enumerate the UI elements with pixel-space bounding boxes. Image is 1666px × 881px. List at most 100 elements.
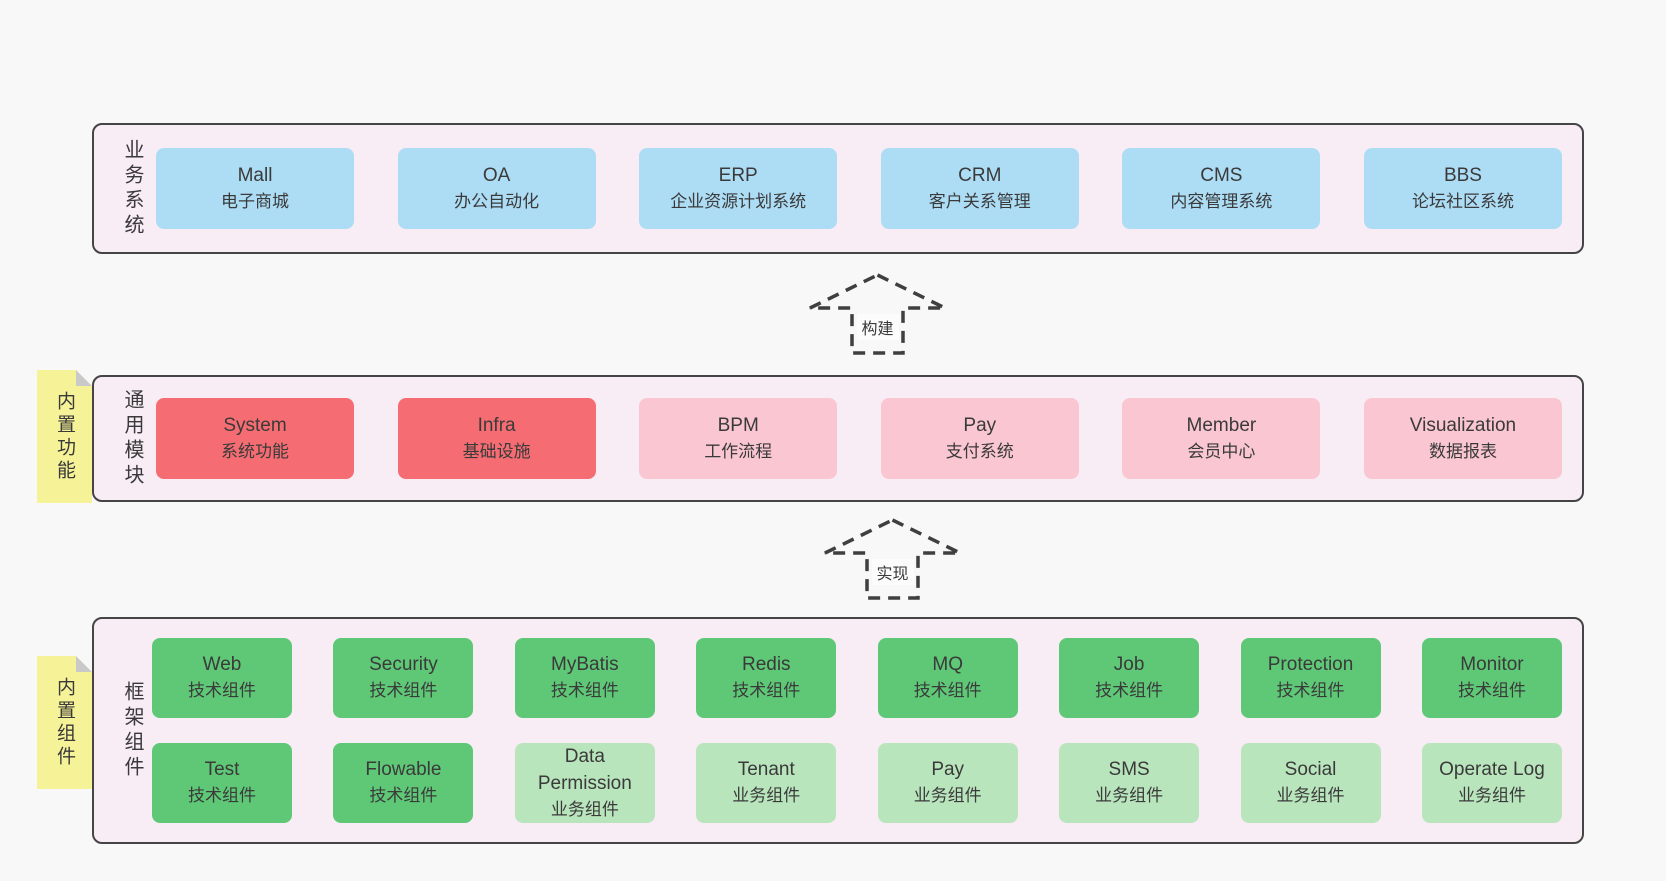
box-web: Web 技术组件: [152, 638, 292, 718]
box-bbs-title: BBS: [1443, 164, 1482, 186]
up-arrow-icon: [809, 273, 946, 355]
box-flowable-subtitle: 技术组件: [369, 786, 438, 806]
box-protection: Protection 技术组件: [1240, 638, 1381, 718]
box-job-title: Job: [1113, 654, 1145, 676]
box-system-subtitle: 系统功能: [221, 441, 289, 461]
box-mq-subtitle: 技术组件: [913, 681, 982, 701]
box-visualization-title: Visualization: [1409, 414, 1517, 436]
box-mall: Mall 电子商城: [156, 148, 354, 229]
box-bbs-subtitle: 论坛社区系统: [1411, 191, 1514, 211]
box-operate-log-subtitle: 业务组件: [1457, 786, 1526, 806]
box-redis: Redis 技术组件: [696, 638, 837, 718]
box-tenant-title: Tenant: [737, 759, 795, 781]
box-oa-subtitle: 办公自动化: [454, 191, 540, 211]
box-redis-subtitle: 技术组件: [732, 681, 801, 701]
box-operate-log-title: Operate Log: [1439, 759, 1545, 781]
box-web-title: Web: [202, 654, 242, 676]
framework-components-row-1: Web 技术组件 Security 技术组件 MyBatis 技术组件 Redi…: [152, 638, 1562, 718]
box-cms-subtitle: 内容管理系统: [1170, 191, 1273, 211]
box-cms: CMS 内容管理系统: [1122, 148, 1321, 229]
box-redis-title: Redis: [741, 654, 791, 676]
box-pay-component: Pay 业务组件: [877, 743, 1018, 823]
box-infra: Infra 基础设施: [397, 398, 596, 479]
box-member-subtitle: 会员中心: [1187, 441, 1256, 461]
box-mall-subtitle: 电子商城: [221, 191, 289, 211]
box-infra-title: Infra: [477, 414, 516, 436]
up-arrow-icon: [824, 518, 961, 600]
box-erp-title: ERP: [718, 164, 758, 186]
box-pay-module-title: Pay: [963, 414, 997, 436]
arrow-build-label: 构建: [856, 314, 899, 340]
box-sms-title: SMS: [1108, 759, 1150, 781]
box-tenant-subtitle: 业务组件: [732, 786, 801, 806]
box-crm-subtitle: 客户关系管理: [928, 191, 1031, 211]
box-sms: SMS 业务组件: [1059, 743, 1200, 823]
box-social-subtitle: 业务组件: [1276, 786, 1345, 806]
box-job-subtitle: 技术组件: [1095, 681, 1164, 701]
box-member: Member 会员中心: [1122, 398, 1321, 479]
box-pay-module-subtitle: 支付系统: [945, 441, 1014, 461]
box-erp-subtitle: 企业资源计划系统: [670, 191, 807, 211]
framework-components-grid: Web 技术组件 Security 技术组件 MyBatis 技术组件 Redi…: [142, 638, 1582, 823]
box-visualization-subtitle: 数据报表: [1428, 441, 1497, 461]
box-flowable-title: Flowable: [365, 759, 442, 781]
box-test: Test 技术组件: [152, 743, 292, 823]
box-infra-subtitle: 基础设施: [462, 441, 531, 461]
box-mall-title: Mall: [237, 164, 273, 186]
sticky-note-builtin-components: 内置组件: [37, 656, 92, 789]
box-crm: CRM 客户关系管理: [880, 148, 1079, 229]
box-monitor-title: Monitor: [1460, 654, 1524, 676]
layer-common-modules: 通用模块 System 系统功能 Infra 基础设施 BPM 工作流程 Pay…: [92, 375, 1584, 502]
box-job: Job 技术组件: [1059, 638, 1200, 718]
box-mq-title: MQ: [932, 654, 963, 676]
box-data-permission-title: Data Permission: [537, 745, 632, 794]
layer-business-systems: 业务系统 Mall 电子商城 OA 办公自动化 ERP 企业资源计划系统 CRM…: [92, 123, 1584, 254]
sticky-note-builtin-features: 内置功能: [37, 370, 92, 503]
box-system: System 系统功能: [156, 398, 354, 479]
box-member-title: Member: [1186, 414, 1257, 436]
arrow-implement: 实现: [822, 517, 963, 601]
layer-business-systems-label: 业务系统: [121, 138, 143, 239]
box-pay-module: Pay 支付系统: [880, 398, 1079, 479]
business-systems-box-row: Mall 电子商城 OA 办公自动化 ERP 企业资源计划系统 CRM 客户关系…: [142, 148, 1582, 229]
box-bbs: BBS 论坛社区系统: [1363, 148, 1562, 229]
box-security: Security 技术组件: [333, 638, 474, 718]
box-monitor-subtitle: 技术组件: [1457, 681, 1526, 701]
box-test-title: Test: [204, 759, 240, 781]
arrow-implement-label: 实现: [871, 559, 914, 585]
box-security-subtitle: 技术组件: [369, 681, 438, 701]
box-system-title: System: [223, 414, 287, 436]
box-mybatis-subtitle: 技术组件: [550, 681, 619, 701]
box-oa-title: OA: [482, 164, 511, 186]
box-data-permission: Data Permission 业务组件: [514, 743, 655, 823]
box-monitor: Monitor 技术组件: [1421, 638, 1562, 718]
box-oa: OA 办公自动化: [397, 148, 596, 229]
framework-components-row-2: Test 技术组件 Flowable 技术组件 Data Permission …: [152, 743, 1562, 823]
box-visualization: Visualization 数据报表: [1363, 398, 1562, 479]
box-security-title: Security: [369, 654, 438, 676]
box-operate-log: Operate Log 业务组件: [1421, 743, 1562, 823]
box-protection-subtitle: 技术组件: [1276, 681, 1345, 701]
box-mybatis: MyBatis 技术组件: [514, 638, 655, 718]
box-web-subtitle: 技术组件: [188, 681, 256, 701]
box-pay-component-title: Pay: [931, 759, 965, 781]
box-test-subtitle: 技术组件: [188, 786, 256, 806]
box-erp: ERP 企业资源计划系统: [639, 148, 838, 229]
arrow-build: 构建: [807, 272, 948, 356]
layer-framework-components: 框架组件 Web 技术组件 Security 技术组件 MyBatis 技术组件…: [92, 617, 1584, 844]
common-modules-box-row: System 系统功能 Infra 基础设施 BPM 工作流程 Pay 支付系统…: [142, 398, 1582, 479]
box-sms-subtitle: 业务组件: [1095, 786, 1164, 806]
box-social: Social 业务组件: [1240, 743, 1381, 823]
box-mybatis-title: MyBatis: [551, 654, 619, 676]
box-bpm-title: BPM: [717, 414, 759, 436]
layer-framework-components-label: 框架组件: [121, 680, 143, 781]
box-flowable: Flowable 技术组件: [333, 743, 474, 823]
box-crm-title: CRM: [958, 164, 1002, 186]
box-cms-title: CMS: [1200, 164, 1243, 186]
box-social-title: Social: [1284, 759, 1337, 781]
box-mq: MQ 技术组件: [877, 638, 1018, 718]
box-protection-title: Protection: [1267, 654, 1354, 676]
box-bpm-subtitle: 工作流程: [704, 441, 773, 461]
box-bpm: BPM 工作流程: [639, 398, 838, 479]
